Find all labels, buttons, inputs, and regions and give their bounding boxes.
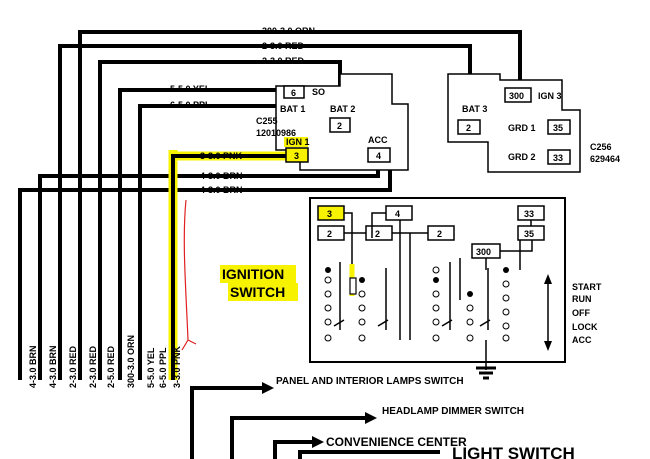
c255-pin-2-label: 2 [337,121,342,131]
c255-pin-3-label: 3 [294,151,299,161]
c256-pin-2 [457,119,481,135]
contact-column-1 [324,267,332,342]
dest-headlamp: HEADLAMP DIMMER SWITCH [382,406,524,417]
label-3-pnk: 3-3.0 PNK [200,151,243,161]
sw-pin-4-label: 4 [395,209,400,219]
position-acc: ACC [572,335,592,345]
title-highlight-2 [228,283,298,301]
switch-blades [333,262,491,330]
contact-column-5 [502,267,510,342]
vlabel-3: 2-3.0 RED [88,345,98,388]
position-off: OFF [572,308,590,318]
dest-panel: PANEL AND INTERIOR LAMPS SWITCH [276,376,464,387]
c256-pin-33 [547,149,571,165]
position-run: RUN [572,294,592,304]
wire-4-brn-b [18,160,392,380]
c256-pin-300 [504,87,532,103]
c256-pin-35-label: 35 [553,123,563,133]
c255-pin-4-label: 4 [376,151,381,161]
contact-column-4 [466,291,474,342]
switch-bus-lines [344,212,533,370]
wire-panel [190,386,262,459]
vlabel-2: 2-3.0 RED [68,345,78,388]
vlabel-7: 6-5.0 PPL [158,347,168,388]
c256-grd2: GRD 2 [508,152,536,162]
wire-convenience [273,440,312,459]
sw-pin-35-label: 35 [524,229,534,239]
c256-ign3: IGN 3 [538,91,562,101]
wire-light [298,450,440,459]
vlabel-5: 300-3.0 ORN [126,335,136,388]
c255-ign1: IGN 1 [286,137,310,147]
connector-c256: 300 IGN 3 BAT 3 2 GRD 1 35 GRD 2 33 C256… [447,73,620,173]
wire-300-orn [78,30,522,380]
vertical-wire-labels: 4-3.0 BRN 4-3.0 BRN 2-3.0 RED 2-3.0 RED … [28,335,182,388]
ign1-highlight [284,137,308,147]
c256-bat3: BAT 3 [462,104,487,114]
sw-pin-2b-label: 2 [375,229,380,239]
sw-fuse-link [349,277,357,295]
arrow-headlamp [365,412,377,424]
title-highlight-1 [220,265,296,283]
wire-2-red-a [58,44,472,380]
c255-soc-label: SO [312,87,325,97]
arrow-convenience [312,436,324,448]
c255-small-pin-label: 6 [291,88,296,98]
label-2-red-b: 2-3.0 RED [262,56,305,66]
ignition-title-line2: SWITCH [230,284,285,300]
wire-5-yel [118,88,280,380]
c256-name: C256 [590,142,612,152]
position-lock: LOCK [572,322,598,332]
position-start: START [572,282,602,292]
contact-column-3 [432,266,440,342]
label-4-brn-b: 4-3.0 BRN [200,185,243,195]
c255-small-pin [283,85,305,99]
sw-pin-2a-label: 2 [327,229,332,239]
wire-headlamp [230,416,365,459]
c256-pin-33-label: 33 [553,153,563,163]
c255-part: 12010986 [256,128,296,138]
c255-pin-4 [367,147,391,163]
vlabel-0: 4-3.0 BRN [28,345,38,388]
label-4-brn-a: 4-3.0 BRN [200,171,243,181]
sw-pin-300-label: 300 [476,247,491,257]
c255-pin-3 [285,147,309,163]
c256-pin-2-label: 2 [466,123,471,133]
label-6-ppl: 6-5.0 PPL [170,100,211,110]
vlabel-6: 5-5.0 YEL [146,347,156,388]
dest-convenience: CONVENIENCE CENTER [326,435,467,449]
c255-bat2: BAT 2 [330,104,355,114]
ignition-switch-box: 3 4 2 2 2 33 35 300 [309,197,602,380]
sw-pin-33-label: 33 [524,209,534,219]
wire-3-pnk [171,154,292,380]
top-wire-bundle [18,30,522,380]
c255-bat1: BAT 1 [280,104,305,114]
c256-pin-300-label: 300 [509,91,524,101]
c255-acc: ACC [368,135,388,145]
label-2-red-a: 2-3.0 RED [262,41,305,51]
label-5-yel: 5-5.0 YEL [170,84,211,94]
ground-icon [476,366,496,380]
c255-name: C255 [256,116,278,126]
red-annotation-arrow [181,199,197,351]
destination-wires [190,382,440,459]
ignition-title-line1: IGNITION [222,266,284,282]
sw-pin-3-label: 3 [327,209,332,219]
arrow-panel [262,382,274,394]
vlabel-1: 4-3.0 BRN [48,345,58,388]
dest-light: LIGHT SWITCH [452,444,575,459]
c256-part: 629464 [590,154,620,164]
c255-pin-2 [329,117,351,133]
switch-contacts [324,262,510,342]
vlabel-8: 3-3.0 PNK [172,345,182,388]
c256-grd1: GRD 1 [508,123,536,133]
c256-pin-35 [547,119,571,135]
connector-c255: 6 SO BAT 1 BAT 2 2 C255 12010986 IGN 1 3… [256,73,409,171]
c256-outline [447,73,581,173]
sw-pin-2c-label: 2 [437,229,442,239]
contact-column-2 [358,277,366,342]
label-300-orn: 300-3.0 ORN [262,26,315,36]
vlabel-4: 2-5.0 RED [106,345,116,388]
